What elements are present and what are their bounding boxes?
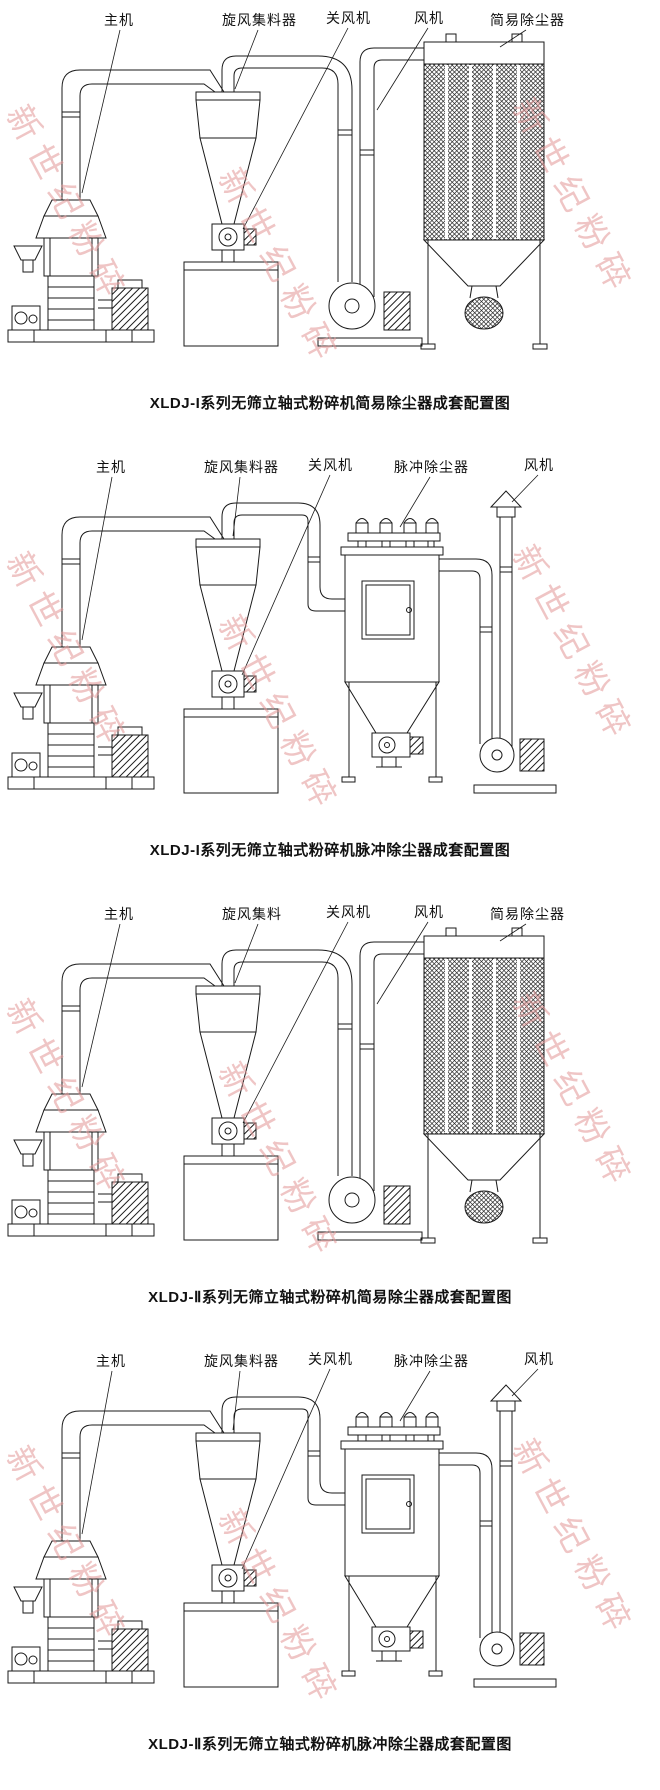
panel-xldj2-pulse: 主机 旋风集料器 关风机 脉冲除尘器 风机 XLDJ-Ⅱ系列无筛立轴式粉碎机脉冲… [0, 1341, 660, 1790]
label-simple-dust-collector: 简易除尘器 [490, 906, 565, 922]
diagram-pulse-dust-collector [0, 1341, 660, 1706]
label-fan: 风机 [414, 10, 444, 26]
label-fan: 风机 [524, 1351, 554, 1367]
label-fan: 风机 [524, 457, 554, 473]
panel-xldj2-simple: 主机 旋风集料 关风机 风机 简易除尘器 XLDJ-Ⅱ系列无筛立轴式粉碎机简易除… [0, 894, 660, 1341]
label-fan: 风机 [414, 904, 444, 920]
label-rotary-airlock: 关风机 [308, 1351, 353, 1367]
label-rotary-airlock: 关风机 [326, 10, 371, 26]
label-main-machine: 主机 [96, 459, 126, 475]
label-pulse-dust-collector: 脉冲除尘器 [394, 1353, 469, 1369]
diagram-simple-dust-collector [0, 894, 660, 1259]
label-cyclone-collector: 旋风集料器 [222, 12, 297, 28]
caption-panel-1: XLDJ-I系列无筛立轴式粉碎机简易除尘器成套配置图 [149, 395, 511, 412]
label-main-machine: 主机 [104, 12, 134, 28]
label-main-machine: 主机 [104, 906, 134, 922]
label-rotary-airlock: 关风机 [308, 457, 353, 473]
panel-xldj1-pulse: 主机 旋风集料器 关风机 脉冲除尘器 风机 XLDJ-I系列无筛立轴式粉碎机脉冲… [0, 447, 660, 894]
label-main-machine: 主机 [96, 1353, 126, 1369]
label-cyclone-collector: 旋风集料器 [204, 1353, 279, 1369]
caption-panel-4: XLDJ-Ⅱ系列无筛立轴式粉碎机脉冲除尘器成套配置图 [148, 1736, 512, 1753]
label-simple-dust-collector: 简易除尘器 [490, 12, 565, 28]
label-cyclone-collector: 旋风集料 [222, 906, 282, 922]
panel-xldj1-simple: 主机 旋风集料器 关风机 风机 简易除尘器 XLDJ-I系列无筛立轴式粉碎机简易… [0, 0, 660, 447]
label-rotary-airlock: 关风机 [326, 904, 371, 920]
diagram-pulse-dust-collector [0, 447, 660, 812]
label-cyclone-collector: 旋风集料器 [204, 459, 279, 475]
caption-panel-2: XLDJ-I系列无筛立轴式粉碎机脉冲除尘器成套配置图 [149, 842, 511, 859]
label-pulse-dust-collector: 脉冲除尘器 [394, 459, 469, 475]
caption-panel-3: XLDJ-Ⅱ系列无筛立轴式粉碎机简易除尘器成套配置图 [148, 1289, 512, 1306]
diagram-simple-dust-collector [0, 0, 660, 365]
